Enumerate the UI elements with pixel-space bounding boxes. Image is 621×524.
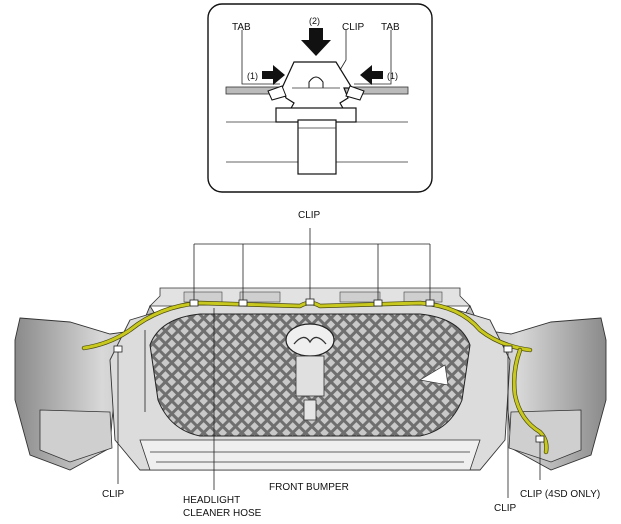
arrow-down-icon: [301, 28, 331, 56]
step-1-right-label: (1): [387, 71, 398, 81]
clip-marker: [305, 298, 315, 306]
hose-label-line2: CLEANER HOSE: [183, 508, 262, 519]
tab-left: [267, 85, 287, 101]
tab-left-label: TAB: [232, 22, 251, 33]
front-bumper-label: FRONT BUMPER: [269, 482, 349, 493]
tab-right: [345, 85, 365, 101]
leader-tab-left: [241, 30, 280, 85]
lower-intake: [139, 439, 481, 471]
arrow-right-icon: [262, 65, 285, 85]
clip-markers: [113, 298, 545, 443]
clip-right-label: CLIP: [494, 503, 517, 514]
arrow-left-icon: [360, 65, 383, 85]
clip-marker: [503, 345, 513, 353]
clip-marker: [189, 299, 199, 307]
leader-tab-right: [354, 30, 392, 85]
clip-stem: [297, 119, 337, 175]
clip-marker: [535, 435, 545, 443]
clip-left-label: CLIP: [102, 489, 125, 500]
fog-area-left: [39, 409, 113, 463]
clip-label: CLIP: [342, 22, 365, 33]
emblem: [285, 323, 335, 357]
clip-marker: [113, 345, 123, 353]
clip-top-label: CLIP: [298, 210, 321, 221]
emblem-mount: [295, 355, 325, 397]
clip-4sd-label: CLIP (4SD ONLY): [520, 489, 600, 500]
hose-label-line1: HEADLIGHT: [183, 495, 240, 506]
step-1-left-label: (1): [247, 71, 258, 81]
clip-slot: [308, 76, 324, 88]
clip-marker: [425, 299, 435, 307]
clip-detail-inset: TAB CLIP TAB (2) (1) (1): [207, 3, 433, 193]
front-bumper: [14, 287, 607, 471]
step-2-label: (2): [309, 16, 320, 26]
clip-marker: [373, 299, 383, 307]
clip-marker: [238, 299, 248, 307]
tab-right-label: TAB: [381, 22, 400, 33]
leader-clip: [339, 30, 347, 71]
main-leaders: [117, 228, 541, 498]
